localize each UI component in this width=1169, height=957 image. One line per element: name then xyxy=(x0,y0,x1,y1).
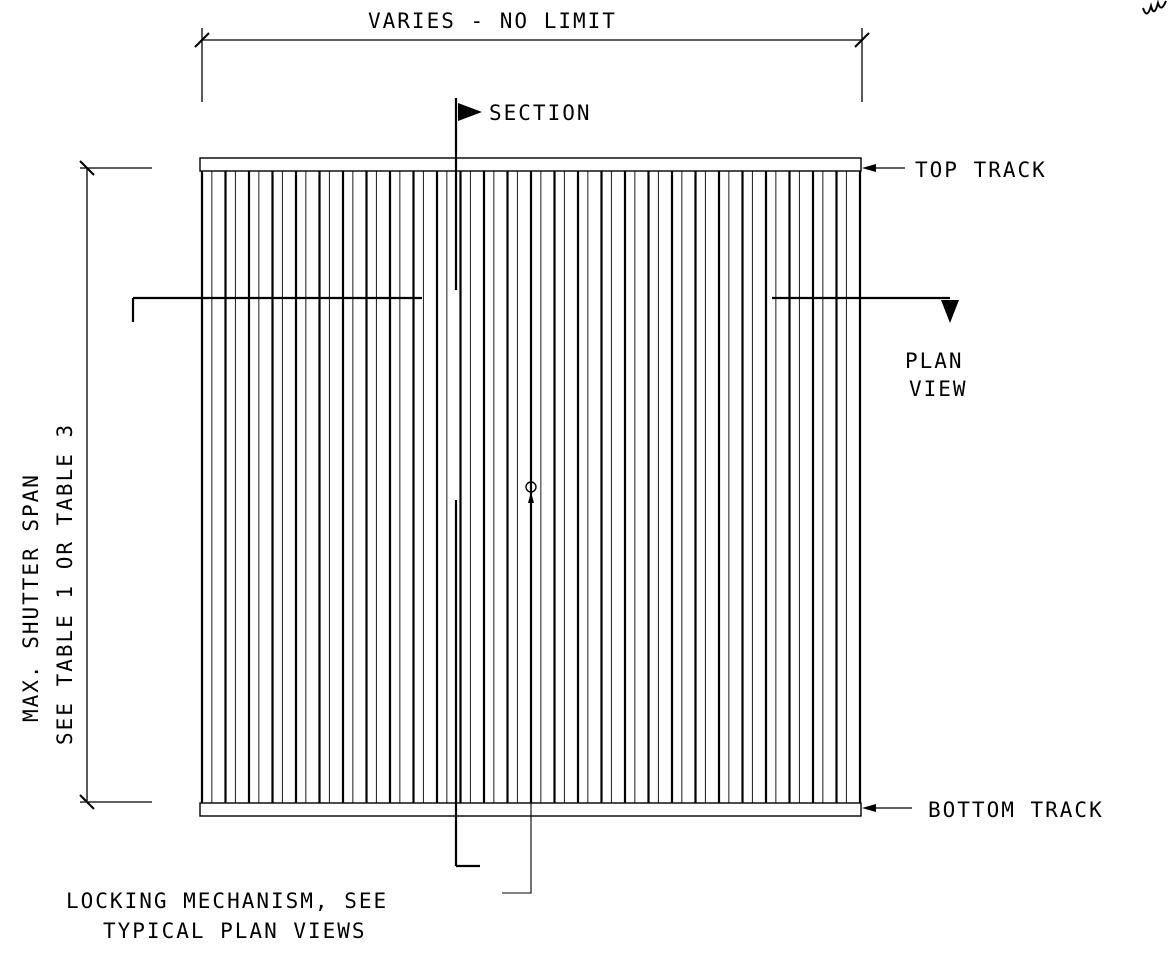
span-label-line2: SEE TABLE 1 OR TABLE 3 xyxy=(53,423,77,745)
section-arrow-icon xyxy=(458,103,482,121)
bottom-track-leader xyxy=(862,804,912,812)
locking-label-line1: LOCKING MECHANISM, SEE xyxy=(66,889,388,913)
bottom-track-label: BOTTOM TRACK xyxy=(928,798,1104,822)
lock-icon xyxy=(525,481,537,503)
plan-view-cut-line xyxy=(131,296,959,323)
height-dimension xyxy=(79,160,152,810)
width-dimension xyxy=(194,28,870,102)
top-track-label: TOP TRACK xyxy=(915,158,1047,182)
locking-label-line2: TYPICAL PLAN VIEWS xyxy=(103,919,367,943)
top-track-leader xyxy=(862,164,905,172)
shutter-panels xyxy=(200,171,862,803)
plan-label-line2: VIEW xyxy=(909,377,968,401)
width-dimension-label: VARIES - NO LIMIT xyxy=(368,9,617,33)
plan-view-arrow-icon xyxy=(941,300,959,323)
span-label-line1: MAX. SHUTTER SPAN xyxy=(19,473,43,722)
section-label: SECTION xyxy=(489,101,592,125)
plan-label-line1: PLAN xyxy=(905,349,964,373)
corner-pen-mark-icon xyxy=(1142,0,1167,15)
locking-mechanism-leader xyxy=(502,503,532,894)
top-track xyxy=(199,157,862,172)
section-cut-line xyxy=(454,98,482,868)
